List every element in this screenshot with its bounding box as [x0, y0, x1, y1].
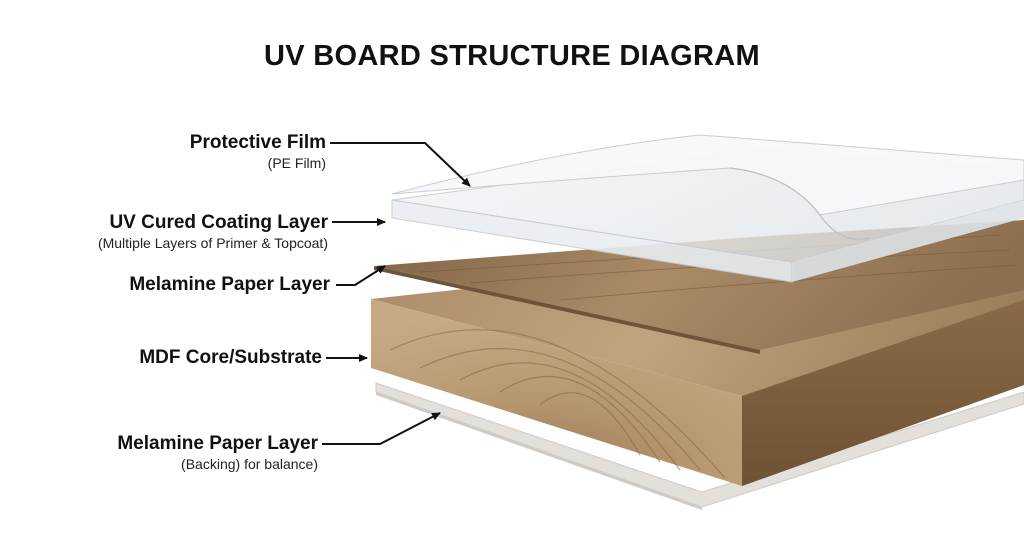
label-mdf-core-title: MDF Core/Substrate — [139, 347, 322, 368]
label-melamine-backing: Melamine Paper Layer (Backing) for balan… — [117, 433, 318, 473]
label-melamine-top: Melamine Paper Layer — [129, 274, 330, 296]
leader-lines — [322, 142, 471, 445]
arrow-melamine-backing — [322, 412, 441, 445]
arrow-melamine-top — [336, 265, 386, 286]
arrow-protective-film — [330, 142, 471, 187]
label-protective-film: Protective Film (PE Film) — [190, 132, 326, 172]
label-protective-film-title: Protective Film — [189, 132, 326, 153]
label-melamine-backing-title: Melamine Paper Layer — [117, 433, 318, 454]
label-uv-coating-title: UV Cured Coating Layer — [109, 212, 328, 233]
label-uv-coating: UV Cured Coating Layer (Multiple Layers … — [98, 212, 328, 252]
label-uv-coating-sub: (Multiple Layers of Primer & Topcoat) — [97, 235, 328, 251]
diagram-title: UV BOARD STRUCTURE DIAGRAM — [264, 40, 760, 72]
backing-sheet — [375, 382, 1024, 510]
label-melamine-top-title: Melamine Paper Layer — [129, 274, 330, 295]
label-melamine-backing-sub: (Backing) for balance) — [181, 456, 318, 472]
protective-pe-film — [391, 134, 1024, 240]
label-protective-film-sub: (PE Film) — [267, 155, 326, 171]
label-mdf-core: MDF Core/Substrate — [139, 347, 322, 369]
